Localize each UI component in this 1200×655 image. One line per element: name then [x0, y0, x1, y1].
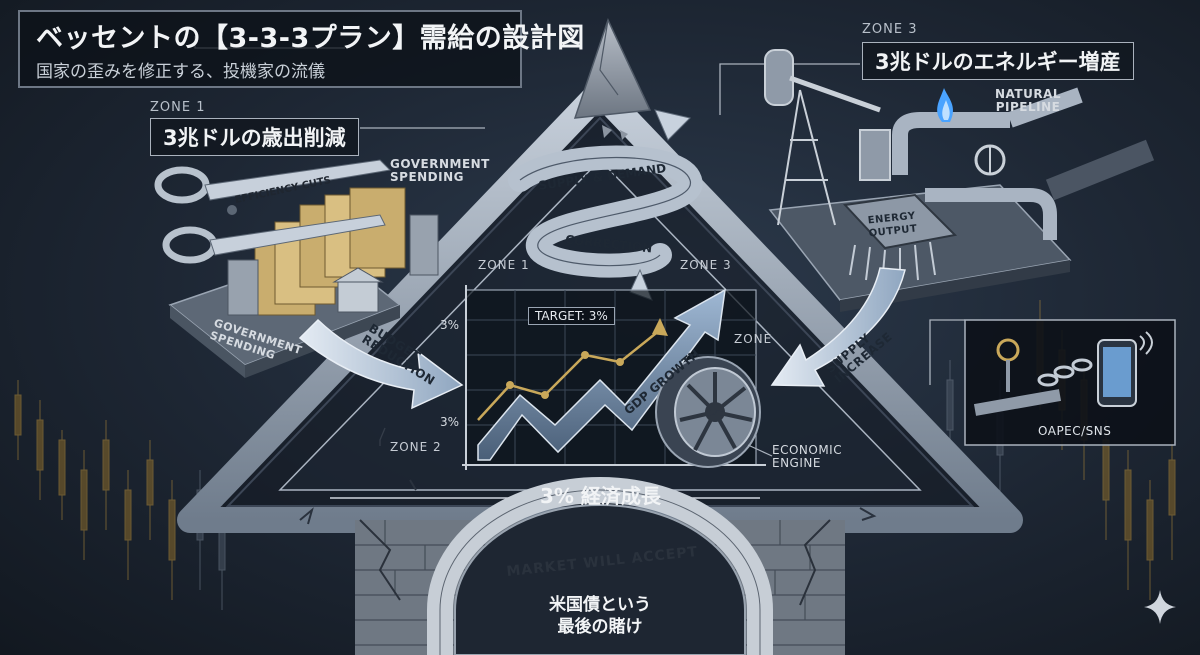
flame-icon: [937, 88, 954, 122]
sparkle-icon: [1144, 590, 1176, 624]
budget-reduction-arrow: [298, 318, 464, 410]
smartphone-icon: [1097, 331, 1153, 407]
axis-top-label: 3%: [440, 318, 460, 332]
inner-zone1-label: ZONE 1: [478, 258, 530, 272]
zone3-tag: ZONE 3: [862, 22, 918, 37]
title-panel: [18, 10, 522, 88]
broken-chain-icon: [1037, 358, 1093, 387]
page-subtitle: 国家の歪みを修正する、投機家の流儀: [36, 62, 325, 82]
zone1-tag: ZONE 1: [150, 100, 206, 115]
economic-engine-turbine: [655, 356, 773, 468]
zone1-illustration: [154, 159, 439, 378]
oapec-sns-label: OAPEC/SNS: [1038, 424, 1112, 438]
zone1-title: 3兆ドルの歳出削減: [150, 118, 359, 156]
inner-zone2-label: ZONE 2: [390, 440, 442, 454]
zone3-illustration: [764, 49, 1155, 312]
brick-foundation: [355, 477, 845, 655]
page-title: ベッセントの【3-3-3プラン】需給の設計図: [36, 23, 585, 54]
foundation-line1: 米国債という: [549, 595, 651, 615]
energy-output-label: ENERGY OUTPUT: [867, 210, 918, 240]
energy-output-chip-icon: [842, 193, 958, 286]
axis-bottom-label: 3%: [440, 415, 460, 429]
gov-spending-top-label: GOVERNMENT SPENDING: [390, 157, 490, 184]
pipes-icon: [892, 87, 1155, 240]
inner-zone3-label: ZONE 3: [680, 258, 732, 272]
oil-pump-icon: [764, 49, 891, 226]
broken-apex: [573, 17, 652, 140]
building-icon: [227, 214, 439, 316]
foundation-line2: 最後の賭け: [557, 617, 643, 637]
inner-zone-label: ZONE: [734, 332, 773, 346]
economic-engine-label: ECONOMIC ENGINE: [772, 443, 843, 470]
supply-increase-arrow: [770, 267, 906, 387]
oapec-inset-panel: [964, 319, 1176, 446]
natural-pipeline-label: NATURAL PIPELINE: [995, 87, 1062, 114]
growth-title: 3% 経済成長: [540, 484, 661, 508]
scissors-icon: [154, 159, 392, 264]
target-label: TARGET: 3%: [528, 307, 615, 325]
zone3-title: 3兆ドルのエネルギー増産: [862, 42, 1134, 80]
